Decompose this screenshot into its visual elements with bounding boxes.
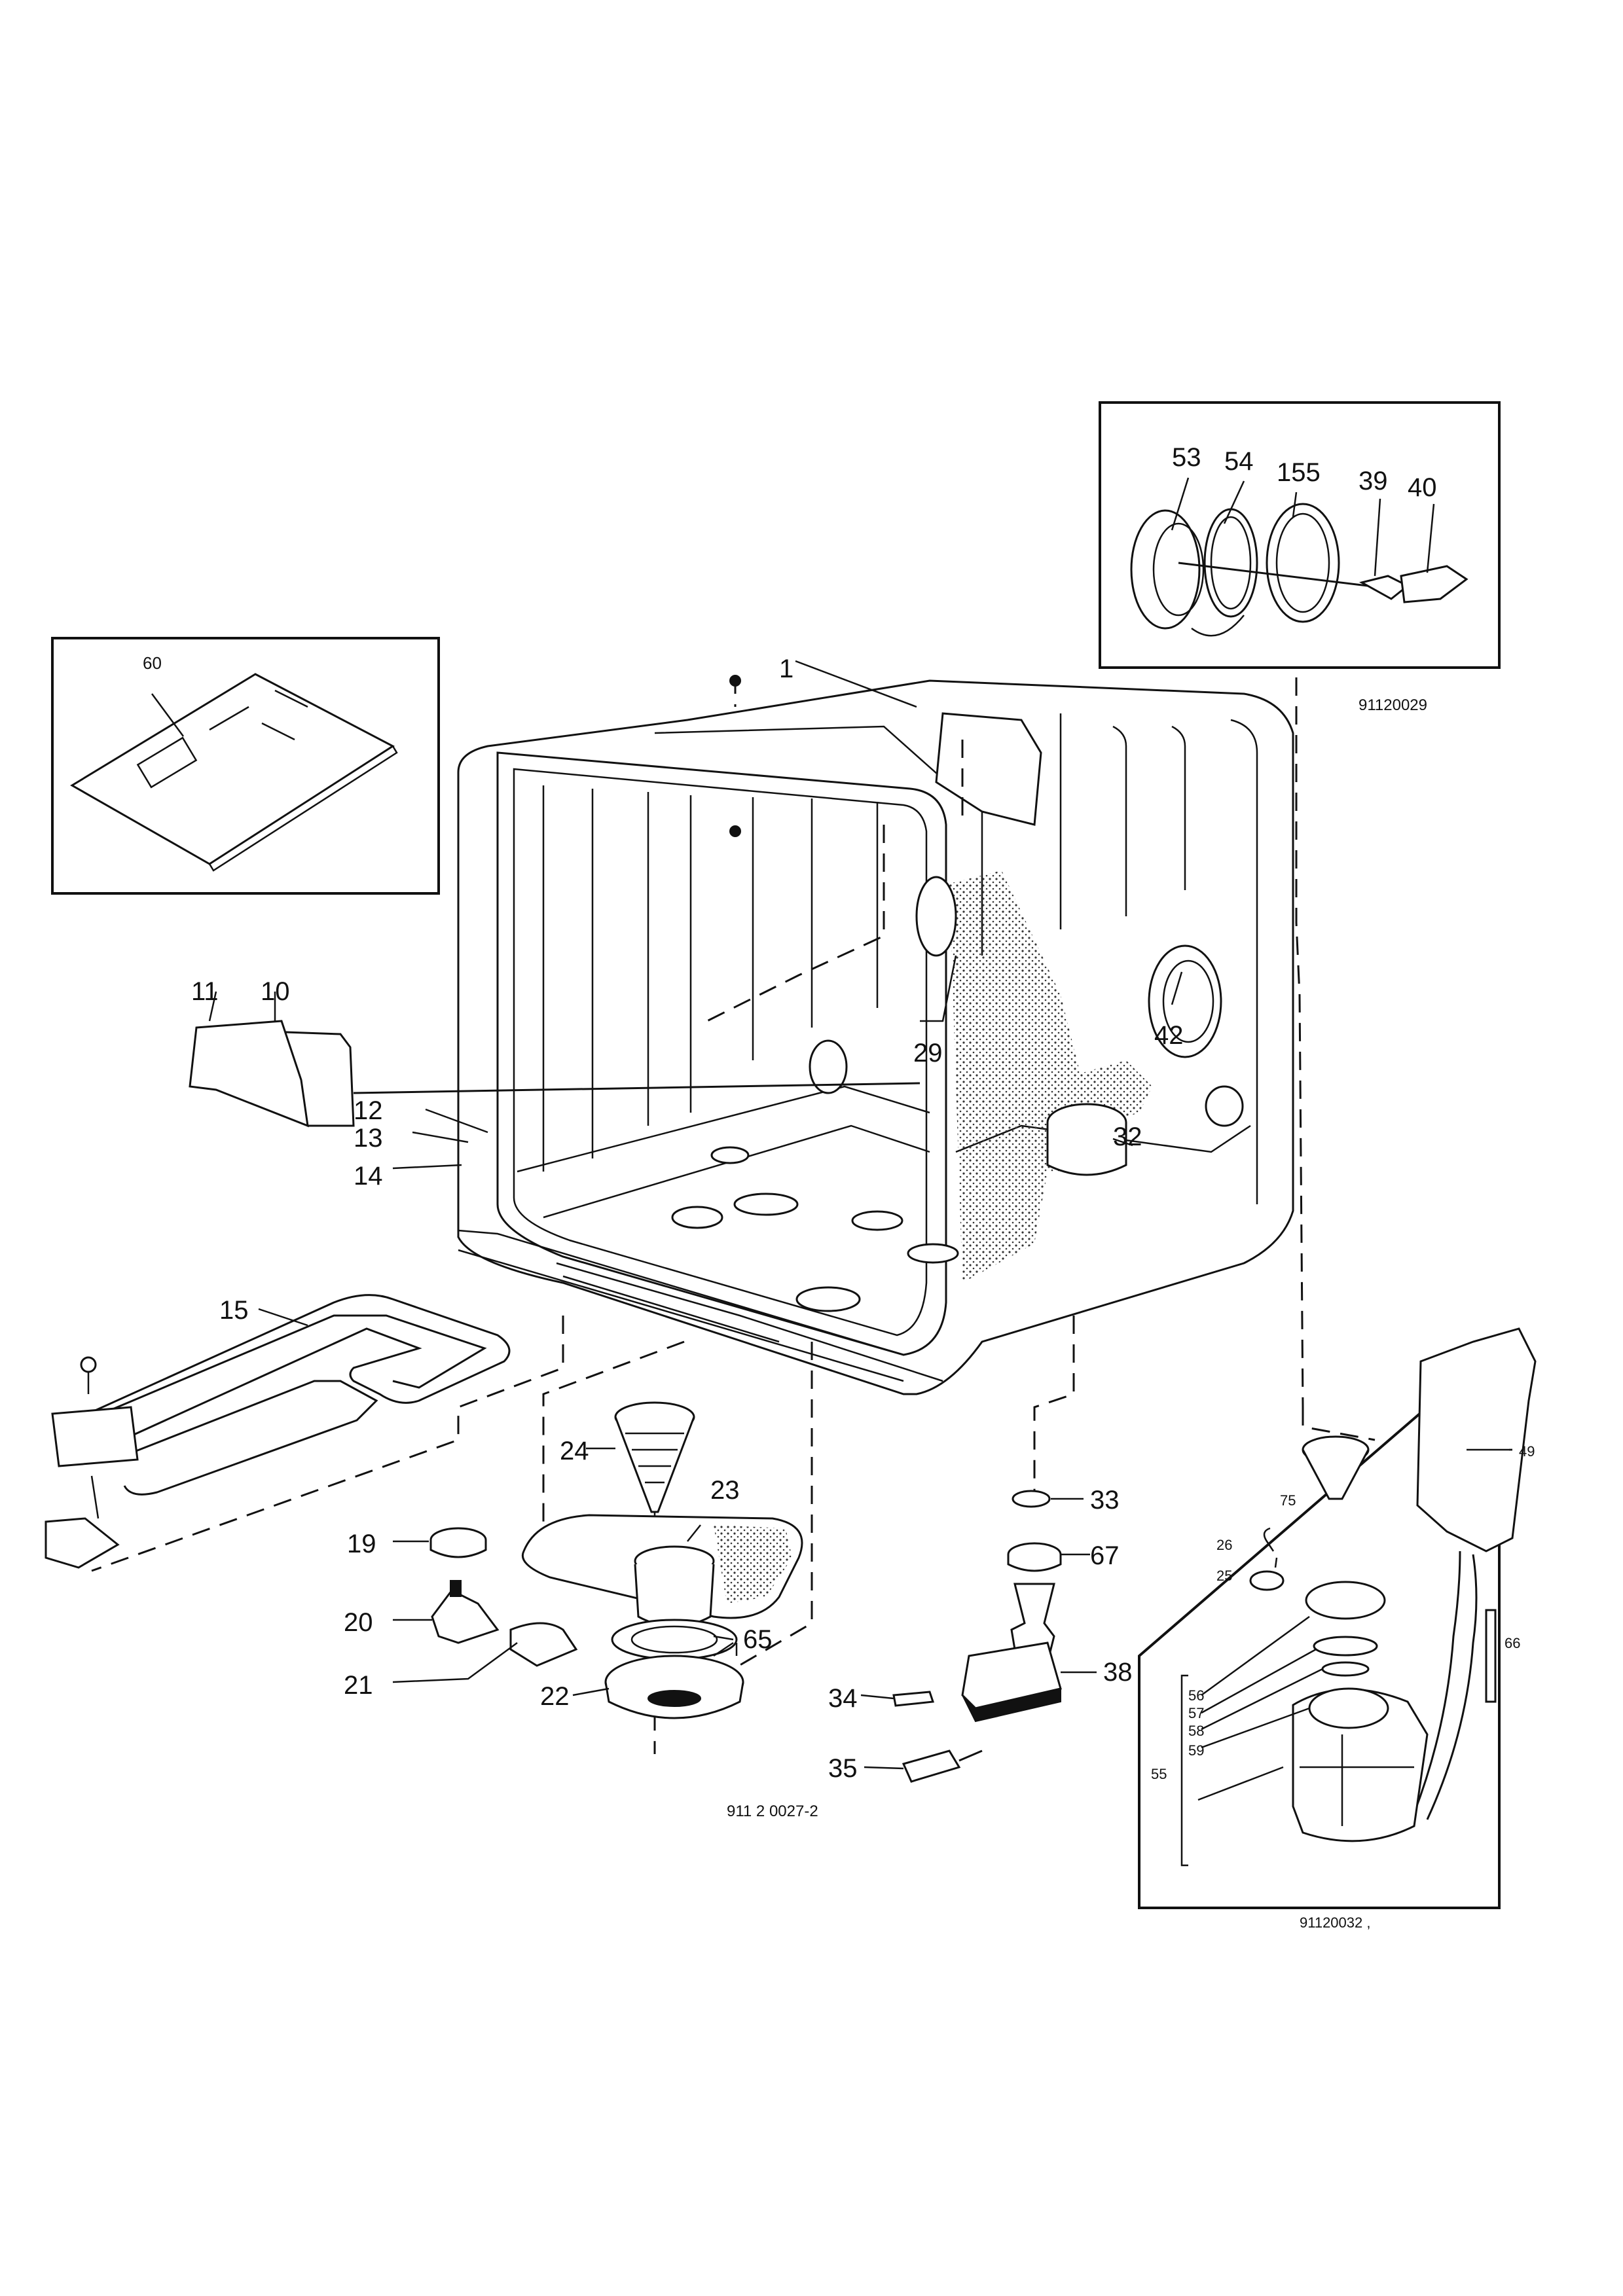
label-24: 24 bbox=[560, 1437, 589, 1465]
part-35-shape bbox=[902, 1749, 983, 1783]
part-33-shape bbox=[1012, 1490, 1051, 1508]
leader-lines bbox=[258, 660, 1512, 1770]
label-49: 49 bbox=[1519, 1443, 1535, 1460]
part-65-shape bbox=[611, 1564, 738, 1660]
part-57-shape bbox=[1313, 1636, 1378, 1657]
part-58-shape bbox=[1321, 1661, 1370, 1677]
label-35: 35 bbox=[828, 1754, 858, 1783]
part-11-shape bbox=[189, 1020, 309, 1128]
seal-inset-frame bbox=[1099, 401, 1501, 669]
heater-clip bbox=[45, 1517, 120, 1569]
part-26-shape bbox=[1263, 1527, 1275, 1552]
part-67-shape bbox=[1007, 1542, 1062, 1572]
drawing-code-seal-inset: 91120029 bbox=[1359, 696, 1427, 714]
label-14: 14 bbox=[354, 1162, 383, 1191]
part-20-shape bbox=[431, 1580, 500, 1644]
label-25: 25 bbox=[1216, 1568, 1232, 1584]
screw-icon bbox=[729, 675, 741, 687]
label-66: 66 bbox=[1504, 1635, 1520, 1651]
drawing-code-main: 911 2 0027-2 bbox=[727, 1803, 818, 1820]
manual-inset bbox=[51, 637, 440, 895]
label-42: 42 bbox=[1154, 1021, 1184, 1050]
label-34: 34 bbox=[828, 1684, 858, 1713]
label-13: 13 bbox=[354, 1124, 383, 1153]
parts-10-11 bbox=[189, 991, 355, 1128]
label-65: 65 bbox=[743, 1625, 773, 1654]
label-75: 75 bbox=[1280, 1492, 1296, 1509]
part-34-shape bbox=[892, 1691, 935, 1707]
label-38: 38 bbox=[1103, 1658, 1133, 1687]
label-21: 21 bbox=[344, 1671, 373, 1700]
part-21-shape bbox=[509, 1622, 578, 1667]
label-58: 58 bbox=[1188, 1723, 1204, 1739]
label-57: 57 bbox=[1188, 1705, 1204, 1721]
label-33: 33 bbox=[1090, 1486, 1120, 1515]
label-54: 54 bbox=[1224, 447, 1254, 476]
label-55: 55 bbox=[1151, 1766, 1167, 1782]
label-29: 29 bbox=[913, 1039, 943, 1067]
softener-inset bbox=[1138, 1327, 1537, 1909]
label-12: 12 bbox=[354, 1096, 383, 1125]
seal-inset: 53 54 155 39 40 91120029 bbox=[1099, 401, 1501, 714]
label-26: 26 bbox=[1216, 1537, 1232, 1553]
label-15: 15 bbox=[219, 1296, 249, 1325]
label-155: 155 bbox=[1277, 458, 1321, 487]
label-53: 53 bbox=[1172, 443, 1201, 472]
manual-inset-frame bbox=[51, 637, 440, 895]
label-19: 19 bbox=[347, 1530, 376, 1558]
part-15-heater bbox=[45, 1294, 511, 1569]
part-54-shape bbox=[1203, 508, 1258, 618]
label-1: 1 bbox=[779, 655, 793, 683]
part-155-shape bbox=[1266, 503, 1340, 623]
part-22-shape bbox=[604, 1655, 744, 1719]
label-60: 60 bbox=[143, 653, 162, 673]
part-49-shape bbox=[1416, 1327, 1537, 1552]
label-40: 40 bbox=[1408, 473, 1437, 502]
part-40-shape bbox=[1400, 565, 1468, 603]
part-25-shape bbox=[1249, 1570, 1285, 1591]
part-29-shape bbox=[915, 876, 957, 957]
label-22: 22 bbox=[540, 1682, 570, 1711]
label-59: 59 bbox=[1188, 1742, 1204, 1759]
dishwasher-tub bbox=[457, 679, 1294, 1395]
screw-icon bbox=[729, 825, 741, 837]
label-32: 32 bbox=[1113, 1122, 1142, 1151]
label-56: 56 bbox=[1188, 1687, 1204, 1704]
label-23: 23 bbox=[710, 1476, 740, 1505]
part-56-shape bbox=[1305, 1581, 1386, 1620]
label-11: 11 bbox=[191, 977, 219, 1006]
part-labels: 1 60 11 10 29 42 32 12 13 14 15 24 23 19… bbox=[143, 653, 1535, 1783]
label-39: 39 bbox=[1359, 467, 1388, 495]
part-66-shape bbox=[1485, 1609, 1497, 1703]
label-10: 10 bbox=[261, 977, 290, 1006]
part-38-valve bbox=[961, 1583, 1062, 1723]
drawing-code-softener-inset: 91120032 , bbox=[1300, 1914, 1370, 1931]
label-67: 67 bbox=[1090, 1541, 1120, 1570]
part-19-shape bbox=[429, 1527, 487, 1558]
instruction-manual bbox=[70, 673, 395, 865]
part-42-shape bbox=[1148, 944, 1222, 1058]
label-20: 20 bbox=[344, 1608, 373, 1637]
part-59-shape bbox=[1308, 1687, 1389, 1729]
part-53-shape bbox=[1130, 509, 1201, 630]
part-24-filter bbox=[614, 1401, 695, 1525]
